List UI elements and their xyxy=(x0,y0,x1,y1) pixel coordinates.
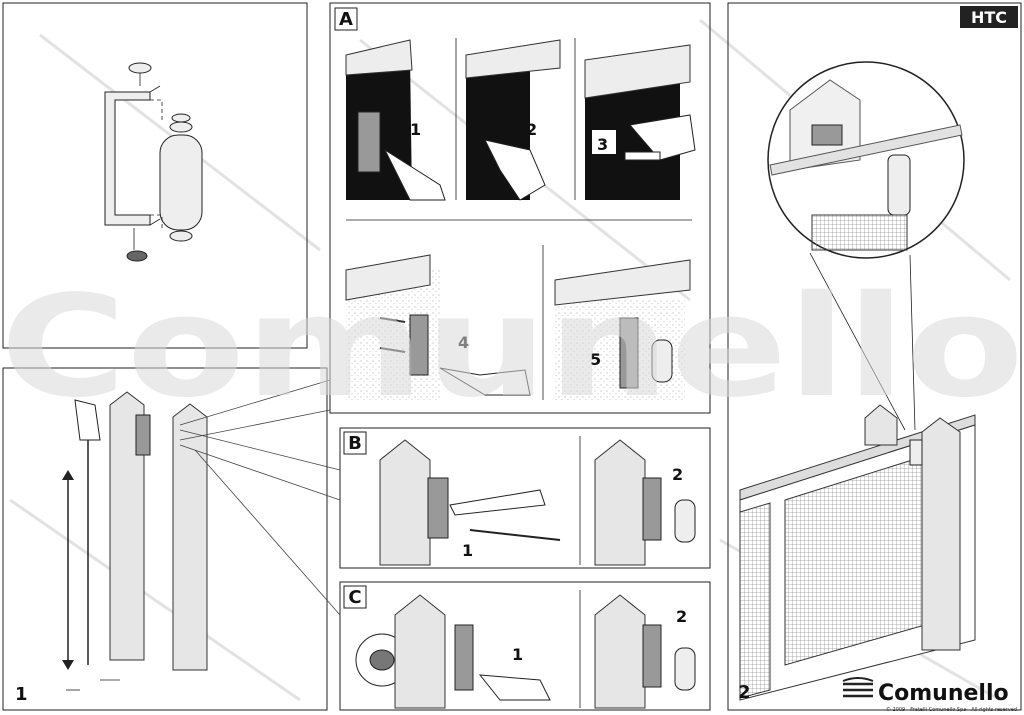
figure-1-number: 1 xyxy=(15,684,28,705)
panel-b-label: B xyxy=(348,433,362,454)
comunello-wordmark: Comunello xyxy=(878,681,1009,706)
figure-2-number: 2 xyxy=(738,682,751,703)
step-a5-number: 5 xyxy=(590,350,601,369)
panel-a-label: A xyxy=(339,9,353,30)
figure-1-panel xyxy=(2,367,328,711)
step-a2-illustration xyxy=(465,39,561,201)
step-a4-illustration xyxy=(345,254,531,400)
figure-2-panel xyxy=(727,2,1022,711)
step-c2-number: 2 xyxy=(676,607,687,626)
step-c1-number: 1 xyxy=(512,645,523,664)
step-a4-number: 4 xyxy=(458,333,469,352)
panel-a xyxy=(329,2,711,414)
step-a1-illustration xyxy=(345,39,446,201)
htc-badge xyxy=(960,6,1018,28)
step-a2-number: 2 xyxy=(526,120,537,139)
gate-illustration xyxy=(739,404,976,701)
panel-c-label: C xyxy=(348,587,361,608)
step-a5-illustration xyxy=(554,259,691,400)
step-c2-illustration xyxy=(594,594,696,709)
htc-logo-text: HTC xyxy=(971,8,1007,27)
step-a3-illustration xyxy=(584,44,696,200)
step-a3-number: 3 xyxy=(597,135,608,154)
step-b1-illustration xyxy=(379,439,561,566)
copyright-text: © 2009 - Fratelli Comunello Spa - All ri… xyxy=(886,706,1017,713)
step-c1-illustration xyxy=(355,594,551,709)
panel-c xyxy=(339,581,711,711)
step-b2-number: 2 xyxy=(672,465,683,484)
step-b1-number: 1 xyxy=(462,541,473,560)
exploded-roller-diagram xyxy=(104,62,203,262)
panel-b xyxy=(339,427,711,569)
detail-magnifier xyxy=(767,61,965,431)
step-a1-number: 1 xyxy=(410,120,421,139)
roller-cylinder xyxy=(159,134,203,231)
comunello-logo xyxy=(842,677,874,698)
step-b2-illustration xyxy=(594,439,696,566)
callout-lines xyxy=(179,379,341,616)
panel-exploded-view xyxy=(2,2,308,349)
comunello-watermark: Comunello xyxy=(0,266,1024,429)
figure-1-posts xyxy=(62,391,208,691)
